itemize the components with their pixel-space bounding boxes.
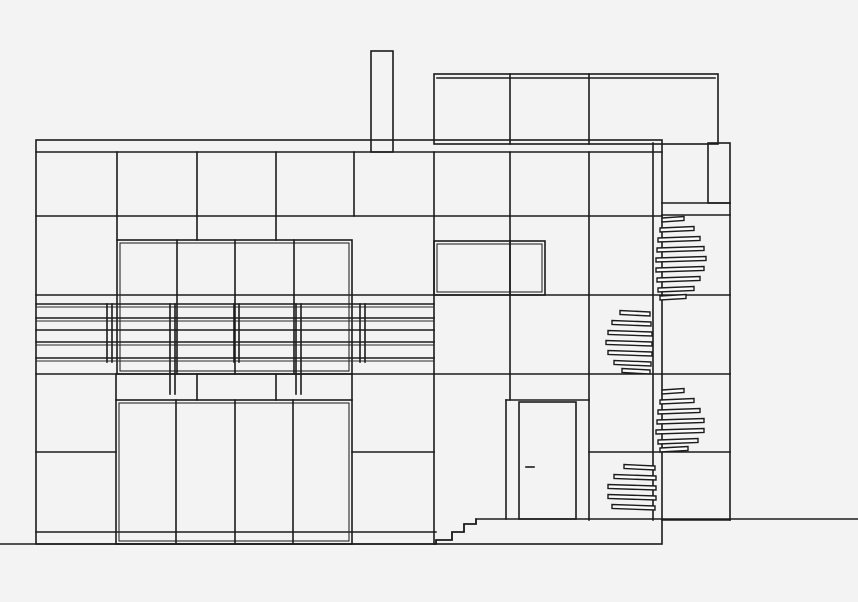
stair-tread xyxy=(657,407,701,415)
stair-tread xyxy=(659,225,695,233)
stair-tread xyxy=(659,397,695,405)
entrance-steps xyxy=(435,518,477,545)
stair-tread xyxy=(659,445,689,453)
stair-tread xyxy=(655,255,707,263)
stair-tread xyxy=(613,473,657,481)
stair-tread xyxy=(621,367,651,375)
lower-glazed-doors xyxy=(115,399,353,545)
stair-tread xyxy=(607,349,653,357)
stair-tread xyxy=(661,215,685,223)
stair-tread xyxy=(623,463,656,471)
spiral-staircase xyxy=(605,215,707,511)
stair-tread xyxy=(659,293,687,301)
upper-window-right xyxy=(433,240,546,296)
stair-tread xyxy=(607,493,657,501)
stair-tread xyxy=(619,309,651,317)
stair-tread xyxy=(655,265,705,273)
stair-tread xyxy=(605,339,653,347)
stair-tread xyxy=(657,437,699,445)
stair-tread xyxy=(613,359,652,367)
stair-tread xyxy=(656,275,701,283)
stair-tread xyxy=(657,235,701,243)
stair-tread xyxy=(657,285,695,293)
entrance-door xyxy=(518,401,577,520)
stair-tread xyxy=(607,483,657,491)
roof-structure xyxy=(433,73,719,145)
stair-tread xyxy=(661,387,685,395)
stair-tread xyxy=(656,245,705,253)
stair-tread xyxy=(656,417,705,425)
stair-tread xyxy=(611,503,656,511)
stair-tread xyxy=(655,427,705,435)
stair-tread xyxy=(611,319,652,327)
balcony-railing xyxy=(35,303,435,395)
stair-tread xyxy=(607,329,653,337)
